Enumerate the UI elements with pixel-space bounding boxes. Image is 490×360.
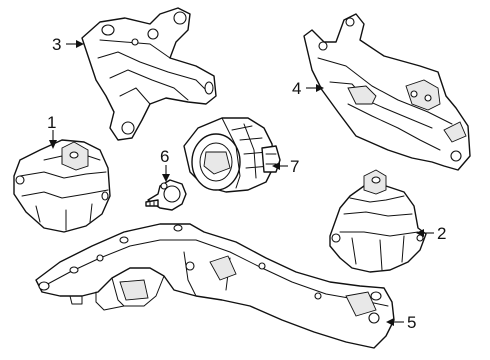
mount-stud — [145, 179, 187, 211]
callout-3: 3 — [52, 35, 61, 54]
transmission-bracket — [303, 13, 471, 171]
callout-2: 2 — [437, 224, 446, 243]
engine-mount-bracket — [81, 7, 217, 141]
crossmember — [35, 223, 395, 349]
engine-mount-right — [329, 169, 427, 273]
callout-4: 4 — [292, 79, 301, 98]
callout-6: 6 — [160, 147, 169, 166]
engine-mount-left — [13, 139, 111, 233]
transmission-mount-cylinder — [183, 117, 281, 193]
callout-5: 5 — [407, 313, 416, 332]
callout-1: 1 — [47, 113, 56, 132]
callout-7: 7 — [290, 157, 299, 176]
callout-leaders — [49, 40, 434, 326]
